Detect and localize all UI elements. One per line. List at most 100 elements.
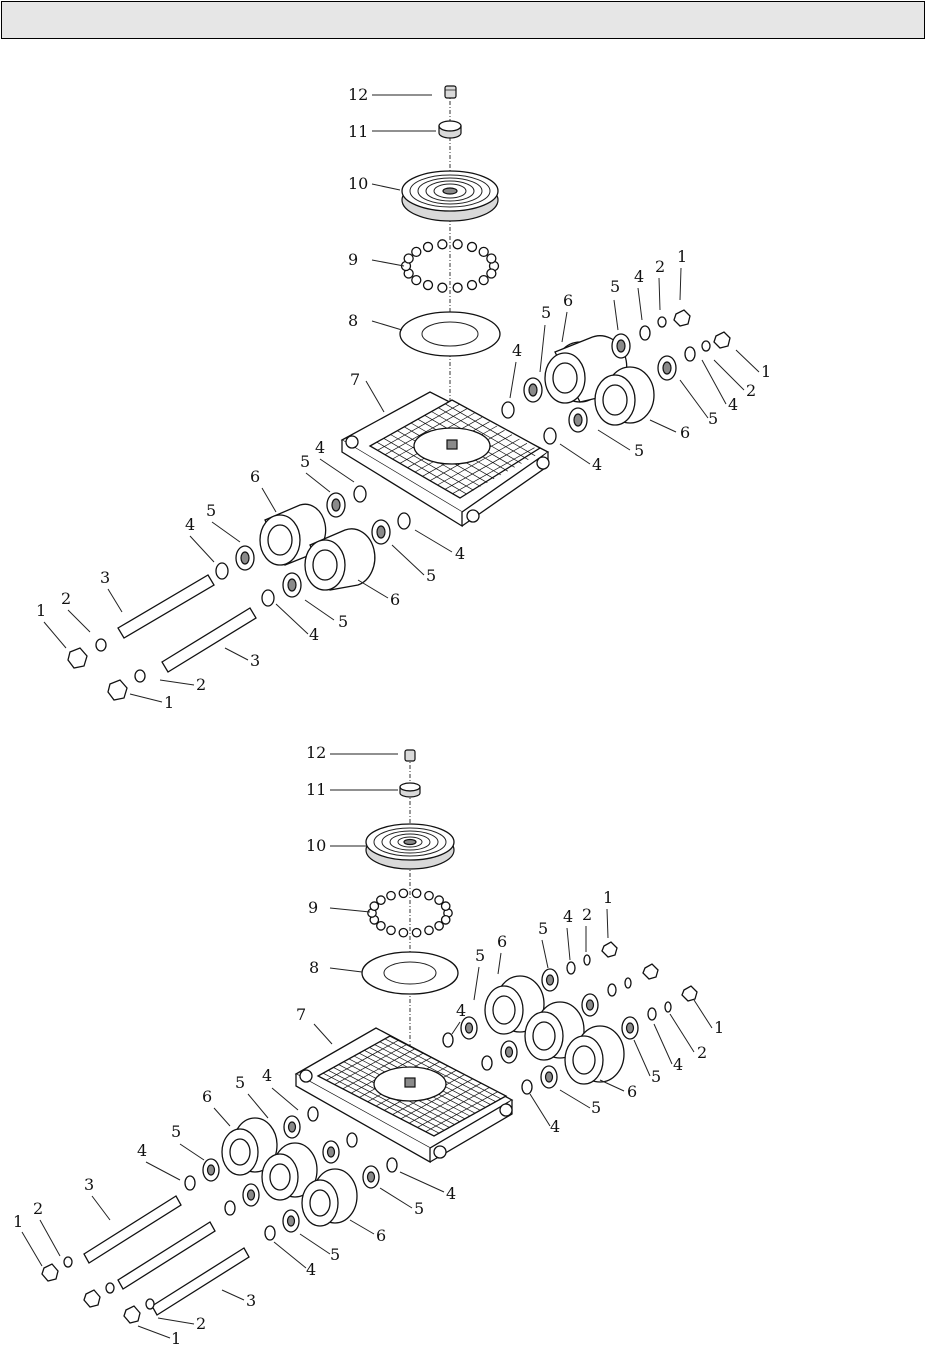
bottom-callout-10: 10 (306, 836, 326, 855)
bottom-callout-1-d: 1 (714, 1018, 724, 1037)
bottom-callout-4-h: 4 (306, 1260, 316, 1279)
bottom-nuts-washers-left (41, 1256, 155, 1324)
ball (386, 925, 396, 936)
top-callout-5-c: 5 (708, 409, 718, 428)
ball (452, 282, 463, 293)
top-roller-6-lower-right (594, 366, 655, 426)
bottom-part-12-bolt (404, 749, 416, 762)
ball (486, 253, 497, 264)
bottom-callout-5-e: 5 (235, 1073, 245, 1092)
bottom-callout-5-b: 5 (538, 919, 548, 938)
bottom-callout-1-b: 1 (171, 1329, 181, 1348)
top-callout-6-c: 6 (250, 467, 260, 486)
top-nuts-washers-left (67, 638, 146, 701)
top-roller-6-upper-right (544, 335, 628, 404)
top-callout-4-c: 4 (728, 395, 738, 414)
bottom-callout-2-b: 2 (196, 1314, 206, 1333)
ball (440, 901, 451, 912)
top-callout-4-f: 4 (185, 515, 195, 534)
bottom-part-10-pad (365, 823, 455, 870)
bottom-part-7-frame (294, 1027, 514, 1164)
top-callout-5-d: 5 (634, 441, 644, 460)
bottom-part-8-plate (361, 951, 459, 995)
bottom-part-11-cap (399, 782, 421, 798)
top-callout-2-c: 2 (655, 257, 665, 276)
top-callout-3-b: 3 (250, 651, 260, 670)
ball (452, 239, 463, 250)
top-callout-4-b: 4 (634, 267, 644, 286)
bottom-callout-4-b: 4 (563, 907, 573, 926)
top-callout-9: 9 (348, 250, 358, 269)
ball (411, 274, 422, 286)
bottom-callout-3-a: 3 (84, 1175, 94, 1194)
bottom-callout-6-b: 6 (627, 1082, 637, 1101)
top-callout-2-a: 2 (61, 589, 71, 608)
ball (398, 888, 409, 899)
ball (486, 268, 497, 279)
top-callout-4-a: 4 (512, 341, 522, 360)
top-leader-lines (43, 94, 760, 703)
ball (466, 279, 478, 291)
ball (376, 921, 386, 931)
ball (424, 925, 434, 936)
bottom-callout-3-b: 3 (246, 1291, 256, 1310)
bottom-callout-4-g: 4 (446, 1184, 456, 1203)
top-roller-6-lower-left (304, 528, 376, 591)
ball (398, 927, 409, 938)
bottom-callout-1-a: 1 (13, 1212, 23, 1231)
top-callout-1-a: 1 (36, 601, 46, 620)
ball (437, 239, 448, 250)
top-callout-1-c: 1 (677, 247, 687, 266)
ball (411, 927, 422, 938)
top-part-9-balls (400, 239, 500, 293)
bottom-leader-lines (21, 753, 713, 1339)
top-callout-12: 12 (348, 85, 368, 104)
bottom-callout-1-c: 1 (603, 888, 613, 907)
bottom-callout-9: 9 (308, 898, 318, 917)
bottom-callout-6-c: 6 (202, 1087, 212, 1106)
bottom-callout-5-g: 5 (414, 1199, 424, 1218)
top-callout-11: 11 (348, 122, 368, 141)
top-part-8-plate (399, 311, 501, 357)
top-callout-2-d: 2 (746, 381, 756, 400)
ball (478, 274, 489, 286)
bottom-callout-6-a: 6 (497, 932, 507, 951)
bottom-callout-7: 7 (296, 1005, 306, 1024)
ball (422, 241, 434, 253)
bottom-part-9-balls (367, 888, 453, 938)
top-callout-5-e: 5 (300, 452, 310, 471)
top-callout-8: 8 (348, 311, 358, 330)
top-assembly: 12 11 10 9 8 7 6 6 6 6 5 5 5 5 5 5 5 5 4… (36, 85, 771, 712)
bottom-callout-6-d: 6 (376, 1226, 386, 1245)
ball (403, 253, 414, 264)
top-bearings-right (501, 309, 731, 445)
bottom-callout-4-a: 4 (456, 1001, 466, 1020)
bottom-callout-5-a: 5 (475, 946, 485, 965)
top-callout-5-f: 5 (206, 501, 216, 520)
top-callout-5-b: 5 (610, 277, 620, 296)
top-callout-7: 7 (350, 370, 360, 389)
bottom-callout-5-h: 5 (330, 1245, 340, 1264)
bottom-callout-2-a: 2 (33, 1199, 43, 1218)
top-callout-4-e: 4 (315, 438, 325, 457)
ball (434, 895, 444, 905)
ball (386, 890, 396, 901)
ball (478, 246, 489, 258)
top-part-10-pad (401, 170, 499, 222)
top-callout-5-g: 5 (426, 566, 436, 585)
top-callout-4-d: 4 (592, 455, 602, 474)
ball (376, 895, 386, 905)
top-bearings-left (215, 485, 411, 607)
top-callout-6-d: 6 (390, 590, 400, 609)
top-callout-2-b: 2 (196, 675, 206, 694)
ball (422, 279, 434, 291)
bottom-callout-2-c: 2 (582, 905, 592, 924)
ball (369, 901, 380, 912)
top-part-12-bolt (444, 85, 457, 99)
bottom-callout-8: 8 (309, 958, 319, 977)
top-callout-4-g: 4 (455, 544, 465, 563)
ball (434, 921, 444, 931)
top-callout-6-a: 6 (563, 291, 573, 310)
top-callout-5-a: 5 (541, 303, 551, 322)
